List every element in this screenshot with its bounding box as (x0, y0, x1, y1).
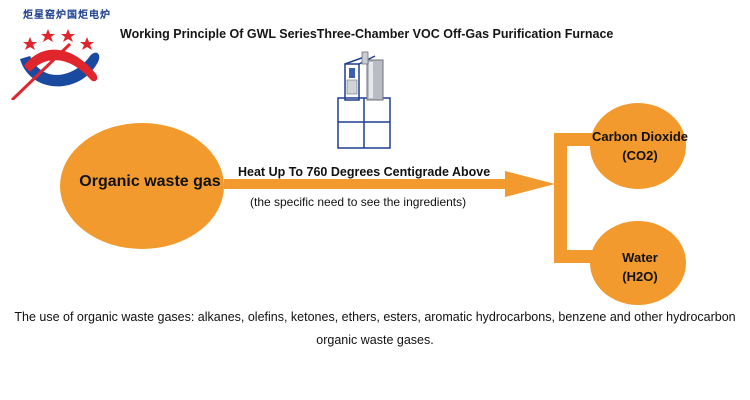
company-logo (10, 29, 100, 100)
footer-line1: The use of organic waste gases: alkanes,… (14, 310, 736, 324)
logo-blue-swoosh-icon (20, 52, 100, 87)
process-label: Heat Up To 760 Degrees Centigrade Above (238, 165, 491, 179)
process-note: (the specific need to see the ingredient… (250, 195, 467, 209)
h2o-bubble (590, 221, 686, 305)
co2-label-line1: Carbon Dioxide (591, 129, 689, 144)
branch-bracket-top (554, 133, 594, 146)
branch-bracket-vertical (554, 133, 567, 263)
source-bubble (60, 123, 224, 249)
co2-bubble (590, 103, 686, 189)
main-arrow-head (505, 171, 555, 197)
co2-label: Carbon Dioxide (CO2) (585, 127, 695, 165)
logo-text: 炬星窑炉国炬电炉 (23, 10, 111, 21)
h2o-label-line2: (H2O) (622, 269, 658, 284)
logo-red-swoosh-icon (24, 49, 98, 82)
h2o-label-line1: Water (622, 250, 658, 265)
logo-stars-icon (23, 29, 94, 50)
h2o-label: Water (H2O) (585, 248, 695, 286)
footer-description: The use of organic waste gases: alkanes,… (0, 306, 750, 352)
page-title: Working Principle Of GWL SeriesThree-Cha… (120, 27, 614, 41)
furnace-illustration (337, 51, 391, 149)
source-label: Organic waste gas (79, 173, 221, 190)
main-arrow-shaft (224, 179, 516, 189)
co2-label-line2: (CO2) (622, 148, 658, 163)
branch-bracket-bottom (554, 250, 594, 263)
footer-line2: organic waste gases. (316, 333, 434, 347)
logo-accent-line-icon (10, 42, 72, 100)
